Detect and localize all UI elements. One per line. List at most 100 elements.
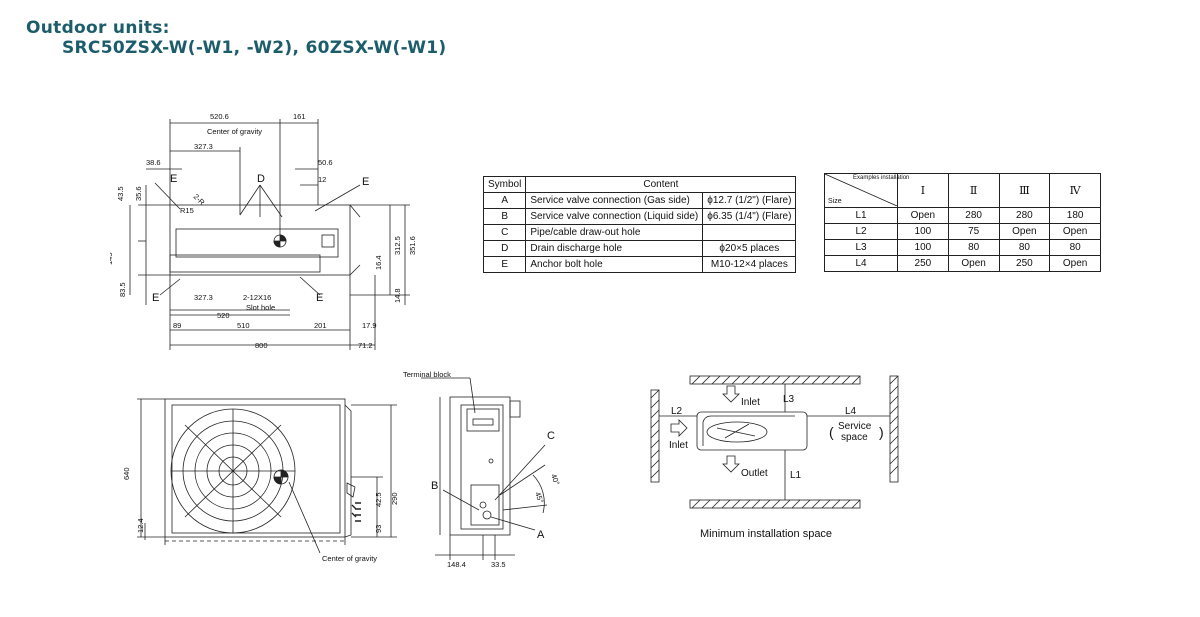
svg-text:327.3: 327.3	[194, 293, 213, 302]
svg-text:43.5: 43.5	[116, 186, 125, 201]
svg-text:E: E	[362, 176, 369, 188]
spec-cell	[702, 224, 797, 241]
front-view-drawing: 640 42.5 290 93 12.4 Center of gravity	[122, 398, 399, 563]
svg-text:16.4: 16.4	[374, 255, 383, 270]
table-row: L2 100 75 Open Open	[824, 223, 1101, 240]
svg-text:R15: R15	[180, 206, 194, 215]
svg-text:38.6: 38.6	[146, 158, 161, 167]
symbol-cell: B	[482, 208, 527, 225]
label-a: A	[537, 529, 545, 541]
installation-space-caption: Minimum installation space	[700, 528, 833, 540]
inlet-left-label: Inlet	[669, 440, 688, 451]
value-cell: 80	[947, 239, 1000, 256]
value-cell: Open	[897, 207, 949, 224]
value-cell: 100	[897, 239, 949, 256]
size-cell: L2	[824, 223, 898, 240]
l2-label: L2	[671, 406, 683, 417]
svg-text:45°: 45°	[533, 491, 545, 505]
inlet-top-label: Inlet	[741, 397, 760, 408]
spec-cell: ϕ12.7 (1/2") (Flare)	[702, 192, 797, 209]
service-label: Service	[838, 421, 872, 432]
table-row: D Drain discharge hole ϕ20×5 places	[482, 240, 797, 257]
svg-text:290: 290	[390, 492, 399, 505]
svg-text:93: 93	[374, 525, 383, 533]
svg-text:12: 12	[318, 175, 326, 184]
value-cell: Open	[947, 255, 1000, 272]
svg-text:42.5: 42.5	[374, 492, 383, 507]
svg-text:E: E	[316, 292, 323, 304]
symbol-cell: D	[482, 240, 527, 257]
value-cell: 280	[998, 207, 1051, 224]
spec-cell: ϕ6.35 (1/4") (Flare)	[702, 208, 797, 225]
space-label: space	[841, 432, 868, 443]
outlet-label: Outlet	[741, 468, 768, 479]
column-header: Ⅲ	[998, 173, 1051, 208]
label-b: B	[431, 480, 438, 492]
symbol-table: Symbol Content A Service valve connectio…	[482, 176, 797, 273]
value-cell: 100	[897, 223, 949, 240]
value-cell: Open	[1049, 255, 1101, 272]
content-cell: Service valve connection (Liquid side)	[525, 208, 704, 225]
svg-text:40°: 40°	[549, 473, 561, 487]
svg-text:): )	[879, 424, 884, 440]
spec-cell: ϕ20×5 places	[702, 240, 797, 257]
svg-text:90.6: 90.6	[110, 215, 112, 230]
svg-text:12.4: 12.4	[136, 518, 145, 533]
installation-space-table: Examples installation Size Ⅰ Ⅱ Ⅲ Ⅳ L1 Op…	[824, 173, 1101, 272]
svg-text:351.6: 351.6	[408, 236, 417, 255]
table-row: A Service valve connection (Gas side) ϕ1…	[482, 192, 797, 209]
center-of-gravity-label: Center of gravity	[322, 554, 377, 563]
value-cell: 75	[947, 223, 1000, 240]
l3-label: L3	[783, 394, 795, 405]
symbol-cell: C	[482, 224, 527, 241]
svg-text:35.6: 35.6	[134, 186, 143, 201]
column-header: Ⅱ	[947, 173, 1000, 208]
svg-text:327.3: 327.3	[194, 142, 213, 151]
table-row: L1 Open 280 280 180	[824, 207, 1101, 224]
svg-text:89: 89	[173, 321, 181, 330]
label-c: C	[547, 430, 555, 442]
svg-text:201: 201	[314, 321, 327, 330]
svg-text:Center of gravity: Center of gravity	[207, 127, 262, 136]
table-row: L4 250 Open 250 Open	[824, 255, 1101, 272]
svg-text:E: E	[170, 173, 177, 185]
column-header: Ⅳ	[1049, 173, 1101, 208]
svg-text:148.4: 148.4	[447, 560, 466, 569]
symbol-cell: E	[482, 256, 527, 273]
table-row: B Service valve connection (Liquid side)…	[482, 208, 797, 225]
section-title: Outdoor units:	[26, 18, 170, 38]
corner-cell: Examples installation Size	[824, 173, 909, 208]
content-header: Content	[525, 176, 797, 193]
table-row: L3 100 80 80 80	[824, 239, 1101, 256]
svg-text:50.6: 50.6	[318, 158, 333, 167]
content-cell: Pipe/cable draw-out hole	[525, 224, 704, 241]
svg-text:14.8: 14.8	[393, 288, 402, 303]
column-header: Ⅰ	[897, 173, 949, 208]
svg-text:312.5: 312.5	[393, 236, 402, 255]
symbol-cell: A	[482, 192, 527, 209]
svg-text:800: 800	[255, 341, 268, 350]
size-cell: L4	[824, 255, 898, 272]
svg-text:33.5: 33.5	[491, 560, 506, 569]
value-cell: 280	[947, 207, 1000, 224]
corner-bottom-label: Size	[828, 198, 842, 205]
content-cell: Service valve connection (Gas side)	[525, 192, 704, 209]
table-row: C Pipe/cable draw-out hole	[482, 224, 797, 241]
svg-text:17.9: 17.9	[362, 321, 377, 330]
spec-cell: M10-12×4 places	[702, 256, 797, 273]
content-cell: Anchor bolt hole	[525, 256, 704, 273]
svg-text:145: 145	[110, 252, 114, 265]
svg-text:510: 510	[237, 321, 250, 330]
svg-text:520.6: 520.6	[210, 112, 229, 121]
svg-text:71.2: 71.2	[358, 341, 373, 350]
size-cell: L1	[824, 207, 898, 224]
svg-text:Slot hole: Slot hole	[246, 303, 275, 312]
symbol-header: Symbol	[482, 176, 527, 193]
value-cell: 80	[1049, 239, 1101, 256]
table-row: E Anchor bolt hole M10-12×4 places	[482, 256, 797, 273]
svg-text:E: E	[152, 292, 159, 304]
svg-text:(: (	[829, 424, 834, 440]
svg-text:D: D	[257, 173, 265, 185]
